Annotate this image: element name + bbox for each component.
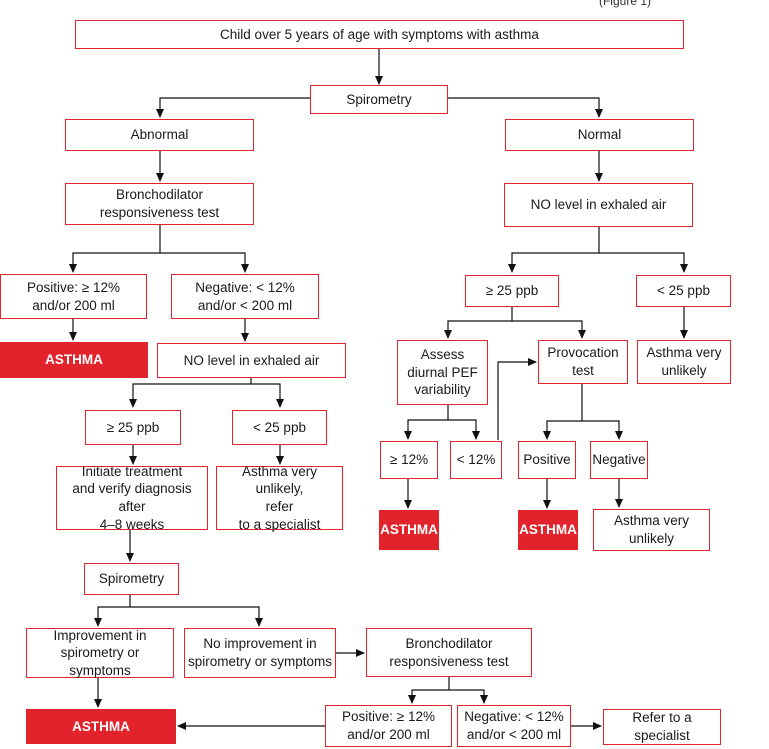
edge-bdr2-positive	[408, 689, 449, 704]
node-initiate: Initiate treatment and verify diagnosis …	[56, 464, 208, 532]
edge-bdr-negative	[160, 252, 249, 273]
node-negative-2: Negative: < 12% and/or < 200 ml	[457, 705, 571, 747]
edge-nolevel-lt25	[599, 252, 688, 273]
node-no-level-left: NO level in exhaled air	[157, 343, 346, 378]
node-lt25-left: < 25 ppb	[232, 410, 327, 445]
node-ge25-left: ≥ 25 ppb	[85, 410, 181, 445]
node-ge12: ≥ 12%	[380, 441, 438, 479]
node-asthma-prov: ASTHMA	[518, 510, 578, 550]
node-unlikely-refer: Asthma very unlikely, refer to a special…	[216, 464, 343, 532]
node-no-improvement: No improvement in spirometry or symptoms	[184, 628, 336, 678]
node-unlikely-prov: Asthma very unlikely	[593, 509, 710, 551]
node-unlikely-right: Asthma very unlikely	[637, 340, 731, 384]
edge-provocation-negative	[582, 420, 623, 440]
edge-nolevel-ge25	[508, 252, 599, 273]
node-ge25-right: ≥ 25 ppb	[465, 275, 559, 307]
edge-assess-lt12	[448, 419, 480, 440]
figure-reference-note: (Figure 1)	[598, 0, 651, 8]
node-asthma-pef: ASTHMA	[379, 510, 439, 550]
node-start: Child over 5 years of age with symptoms …	[75, 20, 684, 49]
node-negative-1: Negative: < 12% and/or < 200 ml	[171, 274, 319, 319]
node-spirometry-2: Spirometry	[84, 563, 179, 595]
edge-provocation-positive	[543, 420, 582, 440]
node-bdr-test-1: Bronchodilator responsiveness test	[65, 183, 254, 225]
edge-nolevelleft-ge25	[129, 383, 251, 408]
node-lt12: < 12%	[450, 441, 502, 479]
node-bdr-test-2: Bronchodilator responsiveness test	[366, 628, 532, 677]
edge-ge25-assess	[444, 320, 512, 339]
node-spirometry-1: Spirometry	[310, 85, 448, 114]
edge-lt12-provocation	[497, 358, 537, 440]
node-abnormal: Abnormal	[65, 119, 254, 151]
edge-bdr-positive	[69, 252, 160, 273]
edge-spirometry-normal	[448, 97, 603, 118]
node-positive-prov: Positive	[518, 441, 576, 479]
node-normal: Normal	[505, 119, 694, 151]
edge-bdr2-negative	[449, 689, 488, 704]
edge-spirometry-abnormal	[156, 97, 310, 118]
node-provocation: Provocation test	[538, 340, 628, 384]
edge-spirometry2-noimprovement	[130, 606, 263, 627]
node-asthma-1: ASTHMA	[0, 342, 148, 378]
node-no-level-right: NO level in exhaled air	[504, 183, 693, 227]
edge-assess-ge12	[404, 419, 448, 440]
node-asthma-final: ASTHMA	[26, 709, 176, 744]
node-assess-pef: Assess diurnal PEF variability	[397, 340, 488, 405]
node-refer-specialist: Refer to a specialist	[603, 709, 721, 745]
node-lt25-right: < 25 ppb	[636, 275, 731, 307]
node-improvement: Improvement in spirometry or symptoms	[26, 628, 174, 678]
edge-spirometry2-improvement	[94, 606, 130, 627]
edge-nolevelleft-lt25	[251, 383, 284, 408]
node-positive-1: Positive: ≥ 12% and/or 200 ml	[0, 274, 147, 319]
node-negative-prov: Negative	[590, 441, 648, 479]
node-positive-2: Positive: ≥ 12% and/or 200 ml	[325, 705, 452, 747]
edge-ge25-provocation	[512, 320, 586, 339]
